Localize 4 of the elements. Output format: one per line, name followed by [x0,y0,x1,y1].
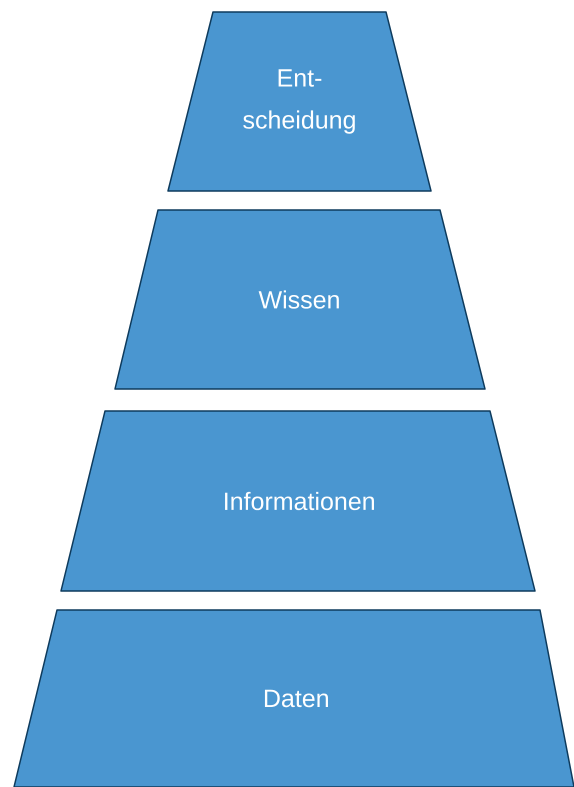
trapezoid-box: Ent- scheidung [167,11,432,192]
trapezoid-box: Wissen [114,209,486,390]
trapezoid-box: Informationen [60,410,536,592]
trapezoid-box: Daten [13,609,574,787]
